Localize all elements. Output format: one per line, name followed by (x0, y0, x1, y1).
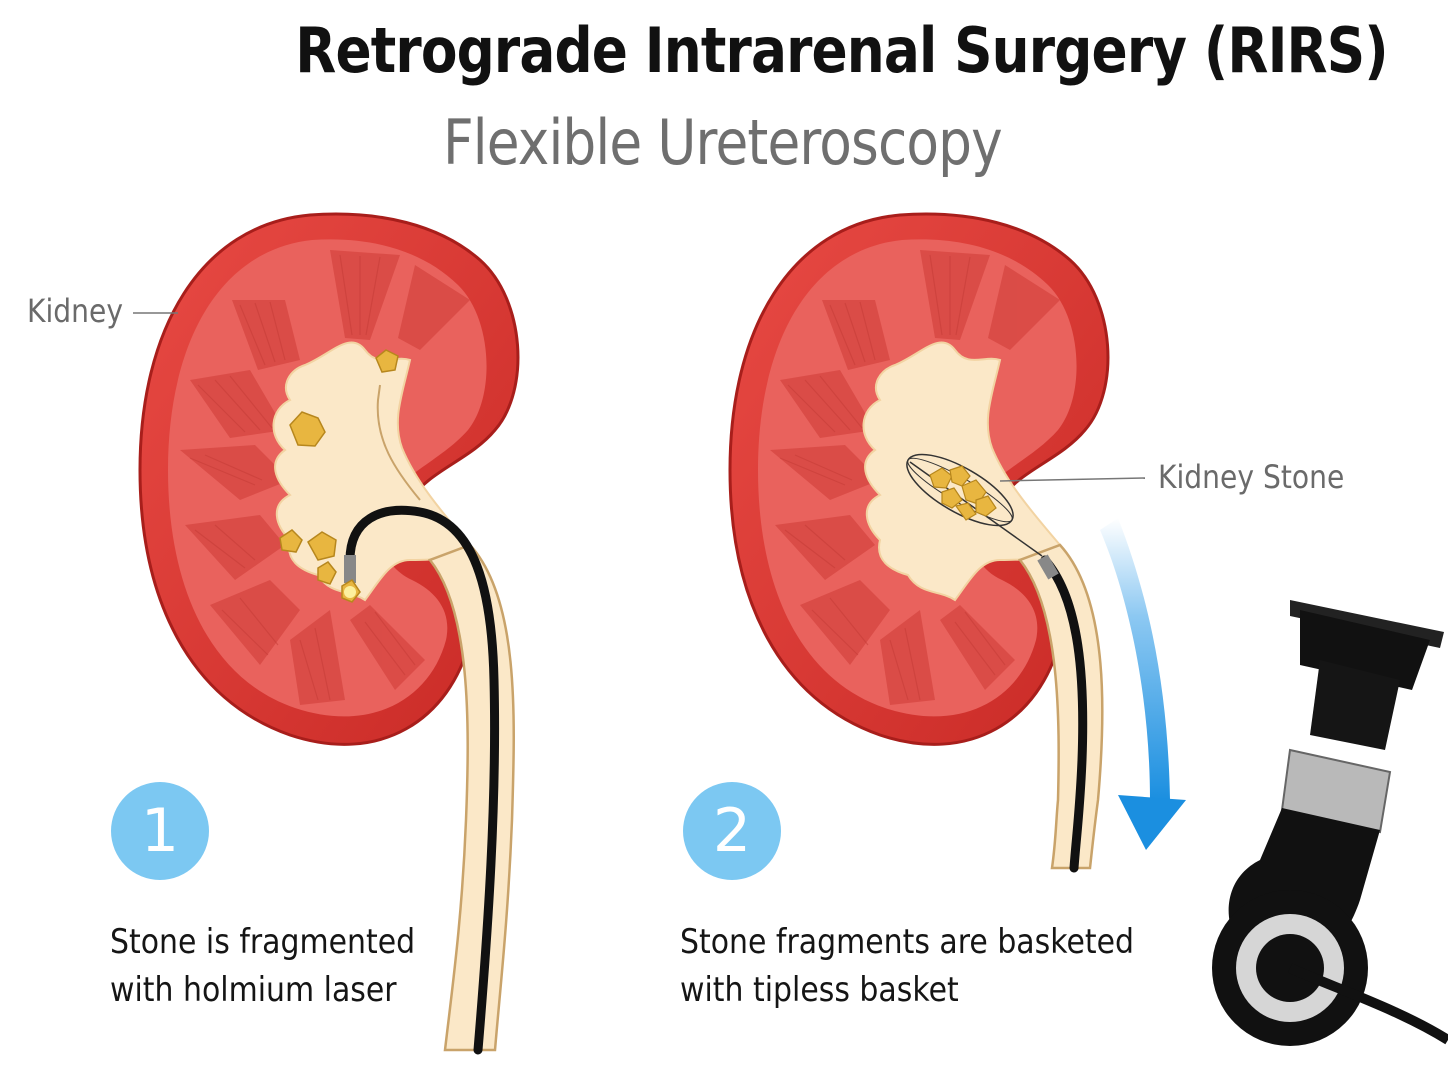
tipless-basket (906, 453, 1043, 557)
kidney-stone-label: Kidney Stone (1158, 458, 1345, 496)
laser-fiber (376, 384, 421, 501)
kidney-label: Kidney (27, 292, 124, 330)
step-2-line-2: with tipless basket (680, 970, 959, 1010)
step-2-line-1: Stone fragments are basketed (680, 922, 1135, 962)
step-1-line-2: with holmium laser (110, 970, 397, 1010)
laser-flash (344, 586, 356, 598)
ureteroscope-1 (345, 505, 500, 1055)
step-1-line-1: Stone is fragmented (110, 922, 416, 962)
page-title: Retrograde Intrarenal Surgery (RIRS) (295, 14, 1388, 87)
kidney-1 (138, 212, 520, 1055)
kidney-2 (728, 212, 1110, 873)
ureteroscope-2 (1040, 555, 1088, 873)
step-2-badge: 2 (683, 782, 781, 880)
step-1-badge: 1 (111, 782, 209, 880)
ureteroscope-handle (1212, 600, 1448, 1046)
step-2-caption: Stone fragments are basketed with tiples… (680, 918, 1134, 1014)
scope-tip-1 (344, 555, 356, 583)
step-1-caption: Stone is fragmented with holmium laser (110, 918, 415, 1014)
extraction-arrow (1100, 518, 1186, 850)
scope-tip-2 (1037, 554, 1059, 580)
stone-leader-line (999, 477, 1146, 482)
page-subtitle: Flexible Ureteroscopy (443, 106, 1003, 179)
